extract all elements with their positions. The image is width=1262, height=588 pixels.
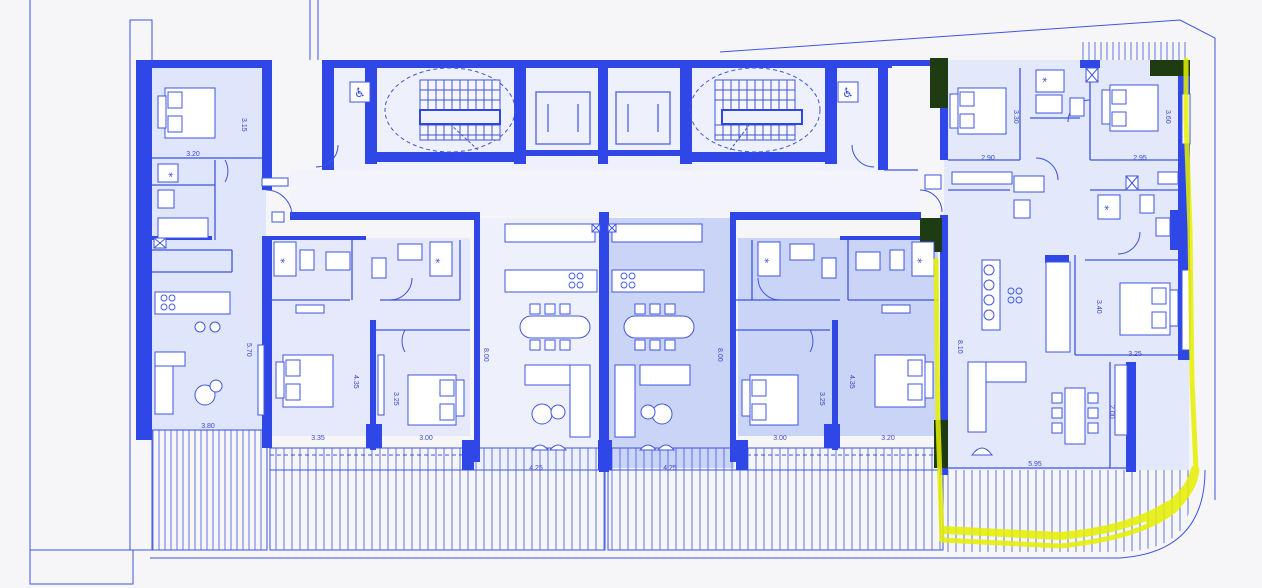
dim-label: 4.35 <box>352 375 359 389</box>
stair-west <box>384 67 516 153</box>
stair-east <box>689 67 821 153</box>
dim-label: 3.00 <box>419 435 433 442</box>
dim-label: 8.10 <box>956 340 963 354</box>
dim-label: 5.70 <box>245 343 252 357</box>
storage <box>257 93 1191 436</box>
dim-label: 3.40 <box>1095 300 1102 314</box>
dining-tables <box>519 303 1099 445</box>
dim-label: 2.00 <box>1108 405 1115 419</box>
dim-label: 8.00 <box>716 348 723 362</box>
svg-text:⚹: ⚹ <box>764 256 770 266</box>
svg-text:⚹: ⚹ <box>168 170 174 180</box>
beds <box>157 84 1179 426</box>
svg-text:⚹: ⚹ <box>280 256 286 266</box>
dim-label: 3.15 <box>240 118 247 132</box>
washer-icon <box>153 67 1139 249</box>
shower-icon: ⚹ ⚹ ⚹ ⚹ ⚹ ⚹ ⚹ <box>168 75 1110 266</box>
svg-text:⚹: ⚹ <box>435 256 441 266</box>
dim-label: 3.00 <box>773 435 787 442</box>
cooktop-icon <box>160 272 1023 311</box>
terrace-w2 <box>270 448 605 550</box>
dim-label: 3.80 <box>201 423 215 430</box>
dim-label: 3.25 <box>1128 351 1142 358</box>
dim-label: 3.25 <box>392 392 399 406</box>
dim-label: 8.00 <box>482 348 489 362</box>
bathrooms <box>157 69 1171 279</box>
elevators <box>535 91 671 145</box>
doors <box>224 99 1141 353</box>
dim-label: 3.25 <box>818 392 825 406</box>
wheelchair-icon: ♿ ♿ <box>349 81 859 103</box>
dim-label: 3.20 <box>881 435 895 442</box>
dim-label: 5.95 <box>1028 461 1042 468</box>
dim-label: 2.90 <box>981 155 995 162</box>
dim-label: 4.35 <box>848 375 855 389</box>
dim-label: 3.20 <box>186 151 200 158</box>
stools <box>194 264 995 333</box>
corridor <box>290 170 920 216</box>
svg-text:⚹: ⚹ <box>1042 75 1048 85</box>
terrace-west <box>152 430 267 550</box>
svg-text:⚹: ⚹ <box>1104 203 1110 213</box>
sofas <box>154 351 1027 438</box>
terrace-e2 <box>608 448 943 550</box>
highlight-stroke <box>933 57 1200 549</box>
dimension-labels: 3.20 3.15 5.70 3.80 3.35 4.35 3.25 3.00 … <box>186 110 1171 472</box>
svg-text:♿: ♿ <box>842 86 854 101</box>
dim-label: 4.25 <box>529 465 543 472</box>
dim-label: 3.60 <box>1164 110 1171 124</box>
svg-text:♿: ♿ <box>354 86 366 101</box>
dim-label: 2.95 <box>1133 155 1147 162</box>
svg-text:⚹: ⚹ <box>917 256 923 266</box>
lounge-furniture <box>194 379 993 456</box>
dim-label: 4.25 <box>663 465 677 472</box>
interior-lines <box>152 68 1178 469</box>
dim-label: 3.30 <box>1012 110 1019 124</box>
dim-label: 3.35 <box>311 435 325 442</box>
